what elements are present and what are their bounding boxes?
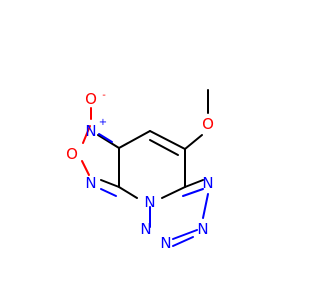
bond-tet-n-n-b: [172, 229, 198, 240]
bond-c5-c6: [149, 130, 186, 150]
atom-n-furazan: N: [85, 174, 96, 192]
atom-n-plus-charge: +: [99, 117, 107, 128]
atom-o-oxide-charge: -: [102, 90, 106, 101]
atom-n-plus: N: [85, 122, 96, 140]
atom-n-tet1: N: [202, 174, 213, 192]
bond-nplus-o: [82, 125, 91, 144]
bond-nfur-c3: [100, 179, 120, 188]
bond-c7-n: [184, 179, 204, 188]
structure-svg: O - N + O N N N N N N O: [66, 89, 214, 252]
bond-c5-c6-inner: [149, 139, 179, 156]
bond-c4-nplus-inner: [98, 133, 113, 143]
bond-c4-c5: [118, 130, 151, 149]
atom-o-methoxy: O: [202, 115, 214, 133]
atom-n-tet2: N: [197, 220, 208, 238]
bond-tet-n-n-b-inner: [172, 236, 194, 247]
bond-o-nfur: [81, 160, 90, 176]
bond-nfur-c3-inner: [100, 188, 117, 197]
bond-c3-n: [118, 186, 138, 199]
atom-o-ring: O: [66, 145, 78, 163]
atom-n-tet3: N: [160, 234, 171, 252]
bond-tet-n-n-a: [202, 193, 209, 219]
bond-n-c7: [161, 186, 186, 199]
bond-c7-n-inner: [182, 188, 204, 197]
atom-o-oxide: O: [85, 90, 97, 108]
bond-c4-nplus: [97, 134, 120, 149]
atom-n-bridge: N: [144, 193, 155, 211]
molecule-diagram: O - N + O N N N N N N O: [66, 89, 214, 252]
bond-o-c6: [184, 134, 203, 150]
atom-n-tet4: N: [140, 220, 151, 238]
